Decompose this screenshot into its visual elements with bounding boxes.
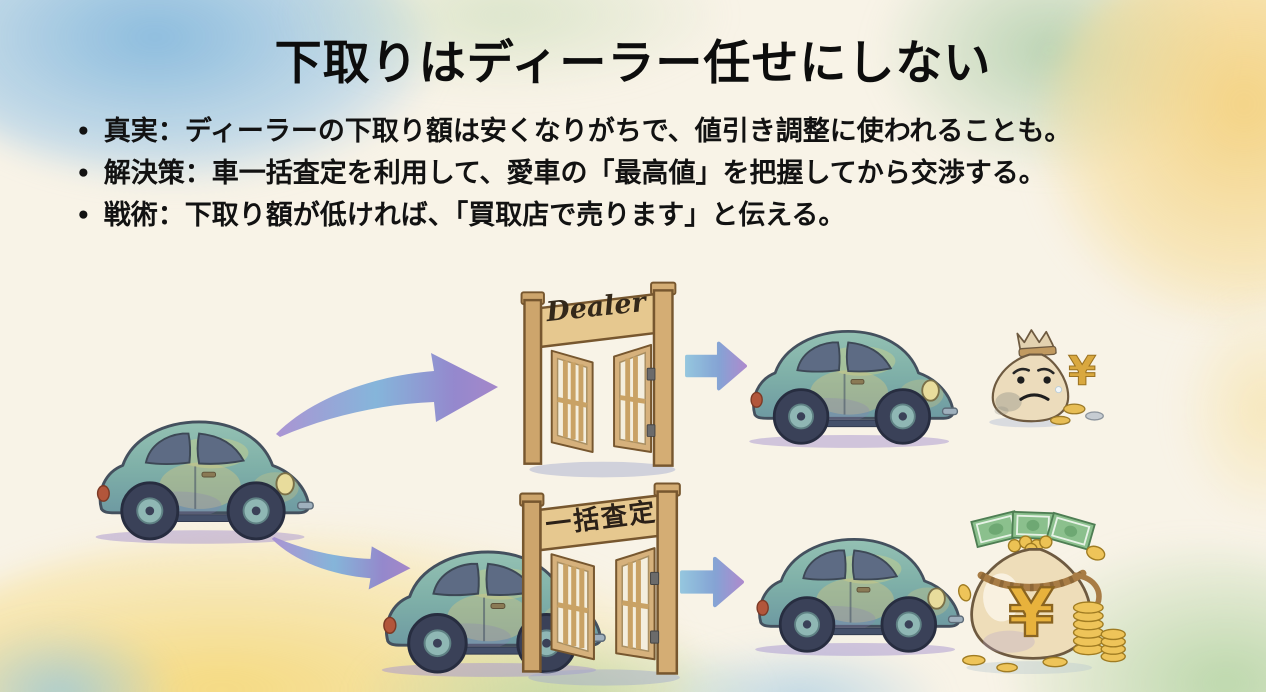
- watercolor-blob-right-yellow: [1180, 300, 1266, 520]
- coin-stack-icon: [1072, 601, 1104, 656]
- bullet-text: 戦術：下取り額が低ければ、「買取店で売ります」と伝える。: [103, 200, 846, 231]
- page-title: 下取りはディーラー任せにしない: [274, 36, 992, 91]
- bullet-item-solution: • 解決策：車一括査定を利用して、愛車の「最高値」を把握してから交渉する。: [76, 153, 1206, 195]
- yen-symbol: ¥: [1068, 347, 1096, 394]
- bullet-marker: •: [76, 161, 91, 187]
- bullet-marker: •: [76, 119, 91, 145]
- yen-symbol: ¥: [1008, 574, 1054, 652]
- bullet-text: 解決策：車一括査定を利用して、愛車の「最高値」を把握してから交渉する。: [103, 158, 1046, 189]
- bullet-marker: •: [76, 203, 91, 229]
- banknote-icon: [970, 510, 1022, 549]
- arrow-to-dealer-icon: [270, 330, 510, 440]
- bullet-item-tactic: • 戦術：下取り額が低ければ、「買取店で売ります」と伝える。: [76, 195, 1206, 237]
- sad-money-bag-icon: ¥: [989, 329, 1104, 428]
- watercolor-blob-bottom-left-blue: [0, 625, 170, 692]
- car-after-ikkatsu-icon: [746, 528, 968, 658]
- banknote-icon: [1045, 511, 1096, 551]
- scattered-coins-icon: [957, 545, 1106, 673]
- car-after-dealer-icon: [740, 320, 962, 450]
- bullet-text: 真実：ディーラーの下取り額は安くなりがちで、値引き調整に使われることも。: [103, 116, 1072, 147]
- bullet-list: • 真実：ディーラーの下取り額は安くなりがちで、値引き調整に使われることも。 •…: [76, 111, 1206, 237]
- coin-stack-icon: [1100, 628, 1126, 663]
- dotted-divider: [344, 465, 1036, 471]
- full-money-bag-icon: ¥: [957, 510, 1126, 675]
- bullet-item-truth: • 真実：ディーラーの下取り額は安くなりがちで、値引き調整に使われることも。: [76, 111, 1206, 153]
